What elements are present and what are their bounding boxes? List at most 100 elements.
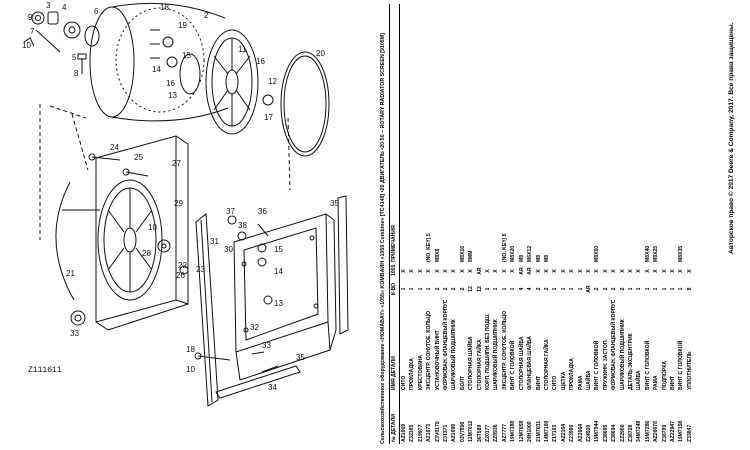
cell-notes xyxy=(476,220,484,264)
parts-table: № ДЕТАЛИ ИМЯ ДЕТАЛИ К-ВО 1055 ПРИМЕЧАНИЯ… xyxy=(389,4,694,444)
cell-notes xyxy=(417,220,425,264)
cell-notes: M8X25 xyxy=(653,245,660,262)
cell-qty: 1 xyxy=(501,287,508,291)
cell-qty: 2 xyxy=(543,287,550,291)
cell-model-flag: X xyxy=(611,269,618,273)
svg-text:2: 2 xyxy=(204,11,209,20)
cell-qty: 1 xyxy=(493,287,500,291)
svg-text:35: 35 xyxy=(330,199,339,208)
svg-text:19: 19 xyxy=(178,21,187,30)
cell-qty: 2 xyxy=(451,287,458,291)
cell-part-number: AZ22947 xyxy=(670,421,676,442)
cell-model-flag: X xyxy=(585,269,592,273)
cell-model-flag: X xyxy=(577,269,584,273)
cell-qty: 1 xyxy=(678,287,685,291)
cell-qty: 1 xyxy=(577,287,584,291)
cell-part-number: Z23990 xyxy=(569,424,576,442)
cell-qty: 1 xyxy=(426,287,433,291)
svg-text:9: 9 xyxy=(28,13,33,22)
cell-part-name: РАМА xyxy=(653,375,660,390)
cell-qty: 12 xyxy=(468,286,475,292)
cell-notes xyxy=(669,220,677,264)
svg-text:15: 15 xyxy=(274,245,283,254)
svg-text:34: 34 xyxy=(268,383,277,392)
cell-model-flag: X xyxy=(653,269,660,273)
gasket-ring xyxy=(280,51,330,157)
cell-notes xyxy=(619,220,627,264)
cell-model-flag: X xyxy=(434,269,441,273)
cell-model-flag: AR xyxy=(476,267,483,275)
cell-part-number: ZZ8936 xyxy=(493,424,500,442)
cell-part-name: ШАЙБА xyxy=(585,370,592,390)
cell-part-name: КОРП. ПОДШИПН. БЕЗ ПОДШ. xyxy=(485,313,492,390)
svg-text:25: 25 xyxy=(134,153,143,162)
cell-part-name: СТОПОРНАЯ ГАЙКА xyxy=(476,339,483,390)
cell-notes xyxy=(635,220,643,264)
cell-part-number: AZ7777 xyxy=(501,423,508,442)
cell-model-flag: X xyxy=(560,269,567,273)
svg-text:36: 36 xyxy=(258,207,267,216)
cell-part-number: AZ1098 xyxy=(451,423,458,442)
col-part-number: № ДЕТАЛИ xyxy=(389,392,400,444)
front-frame xyxy=(233,213,337,381)
cell-part-name: ФОРМОВАН. ФЛАНЦЕВЫЙ КОРПУС xyxy=(443,300,450,390)
svg-text:7: 7 xyxy=(30,27,35,36)
cell-model-flag: X xyxy=(417,269,424,273)
svg-text:35: 35 xyxy=(296,353,305,362)
cell-part-name: БОЛТ xyxy=(459,375,466,390)
cell-notes: M8X16 xyxy=(459,245,466,262)
cell-notes xyxy=(602,220,610,264)
cell-part-name: ВИНТ xyxy=(670,375,676,390)
svg-text:23: 23 xyxy=(196,265,205,274)
svg-text:14: 14 xyxy=(152,65,161,74)
cell-part-number: 21M7031 xyxy=(535,420,542,442)
screen-drum xyxy=(89,2,229,122)
cell-notes xyxy=(568,220,576,264)
svg-text:28: 28 xyxy=(142,249,151,258)
svg-text:27: 27 xyxy=(172,159,181,168)
cell-part-number: Z38789 xyxy=(661,424,668,442)
svg-text:26: 26 xyxy=(176,271,185,280)
cell-model-flag: AR xyxy=(527,267,534,275)
brush-strip xyxy=(195,213,219,407)
svg-text:8: 8 xyxy=(74,69,79,78)
cell-part-number: 36T589 xyxy=(476,424,483,442)
cell-model-flag: X xyxy=(409,269,416,273)
col-part-name: ИМЯ ДЕТАЛИ xyxy=(389,300,400,392)
cell-model-flag: X xyxy=(552,269,559,273)
cell-part-number: Z24920 xyxy=(585,424,592,442)
cell-notes xyxy=(408,220,416,264)
cell-part-number: Z17103 xyxy=(552,424,559,442)
cell-part-name: ФЛАНЦЕВАЯ ШАЙБА xyxy=(527,336,534,390)
cell-notes xyxy=(585,220,593,264)
col-qty: К-ВО xyxy=(389,278,400,300)
cell-part-name: УПЛОТНИТЕЛЬ xyxy=(686,351,693,390)
cell-qty: AR xyxy=(585,285,592,293)
svg-text:13: 13 xyxy=(168,91,177,100)
cell-part-number: Z32385 xyxy=(409,424,416,442)
cell-qty: 2 xyxy=(459,287,466,291)
cell-part-number: Z31371 xyxy=(443,424,450,442)
cell-qty: 1 xyxy=(644,287,651,291)
col-model: 1055 xyxy=(389,264,400,278)
copyright-notice: Авторское право © 2017 Deere & Company, … xyxy=(728,22,735,254)
cell-part-number: Z38695 xyxy=(602,424,609,442)
svg-text:22: 22 xyxy=(178,261,187,270)
